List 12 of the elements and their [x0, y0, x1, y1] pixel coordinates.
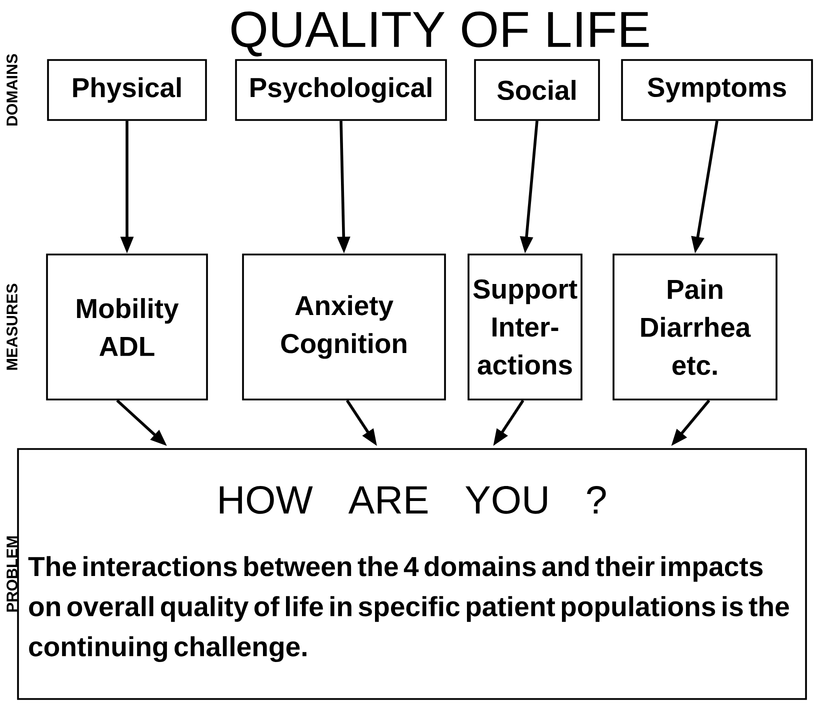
side-label: DOMAINS	[6, 54, 18, 126]
measure-box: Mobility ADL	[46, 254, 208, 400]
domain-box: Social	[474, 59, 600, 121]
title: QUALITY OF LIFE	[232, 12, 649, 56]
side-label: MEASURES	[6, 284, 18, 370]
domain-box: Physical	[47, 59, 207, 121]
domain-box: Psychological	[235, 59, 447, 121]
measure-box: Pain Diarrhea etc.	[612, 254, 778, 400]
domain-box: Symptoms	[621, 59, 813, 121]
problem-box: HOW ARE YOU ? The interactions between the 4 domains and their impacts on overall quality of life in specific patient populations is the continuing challenge.	[17, 448, 807, 700]
measure-box: Anxiety Cognition	[242, 254, 446, 400]
measure-box: Support Inter- actions	[468, 254, 582, 400]
